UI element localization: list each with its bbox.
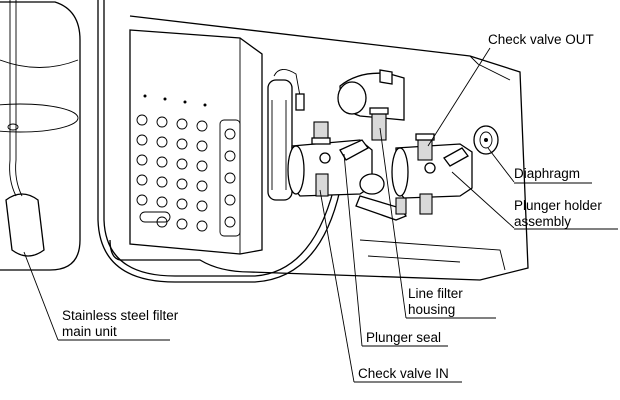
stainless-steel-filter (5, 159, 45, 257)
label-check-valve-in: Check valve IN (358, 366, 449, 381)
line-filter (355, 173, 408, 221)
control-panel (129, 29, 263, 255)
label-filter-main-1: Stainless steel filter (62, 308, 179, 323)
pump-head-left (287, 121, 373, 197)
diaphragm-part (473, 125, 499, 155)
label-plunger-seal: Plunger seal (366, 330, 441, 345)
label-diaphragm: Diaphragm (514, 166, 580, 181)
label-line-filter-2: housing (408, 302, 455, 317)
pump-head-right (391, 133, 473, 215)
label-plunger-holder-2: assembly (514, 214, 571, 229)
label-check-valve-out: Check valve OUT (488, 32, 594, 47)
label-filter-main-2: main unit (62, 324, 117, 339)
pump-housing (109, 15, 529, 281)
solvent-tubing (97, 0, 341, 283)
label-plunger-holder-1: Plunger holder (514, 198, 602, 213)
solvent-bottle (0, 0, 81, 271)
label-line-filter-1: Line filter (408, 286, 463, 301)
solvent-tubing-inner (103, 0, 335, 277)
pump-center (337, 69, 405, 141)
leader-lines (23, 47, 618, 383)
manifold-column (267, 69, 305, 201)
